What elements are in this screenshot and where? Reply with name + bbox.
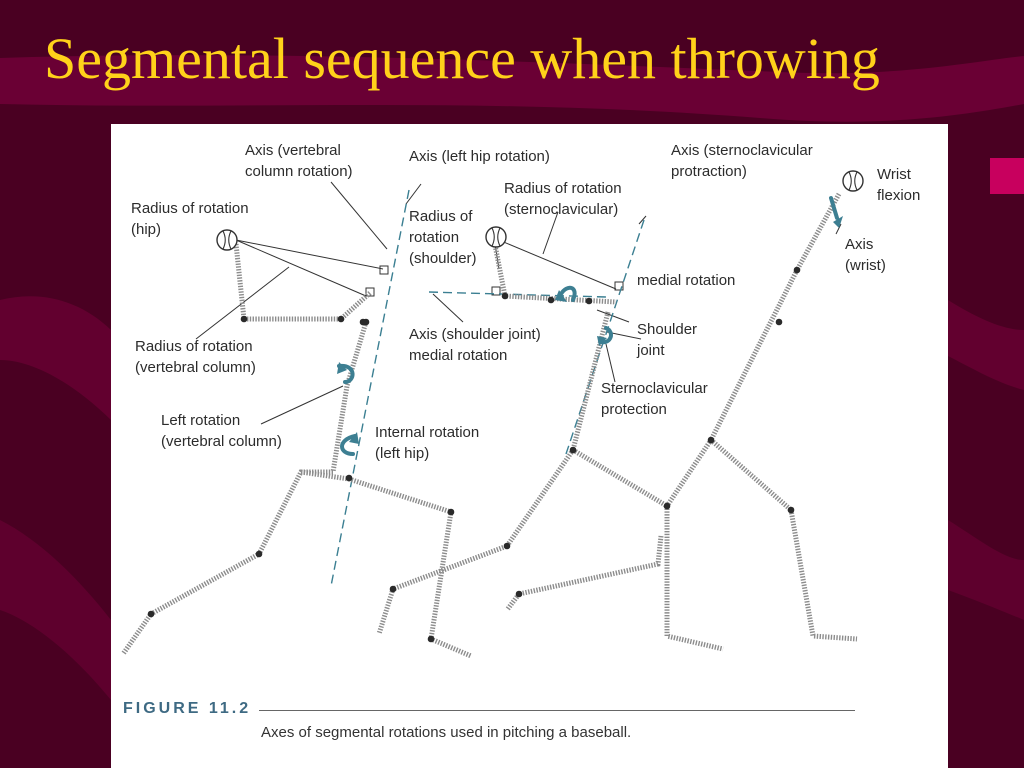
caption-divider [259, 710, 855, 711]
label-internal-rotation: Internal rotation (left hip) [375, 424, 480, 462]
figure-number: FIGURE 11.2 [123, 700, 252, 717]
label-radius-shoulder: Radius of rotation (shoulder) [409, 208, 477, 267]
label-radius-hip: Radius of rotation (hip) [131, 200, 249, 238]
label-axis-shoulder-joint: Axis (shoulder joint) medial rotation [409, 326, 541, 364]
label-axis-wrist: Axis (wrist) [845, 236, 886, 274]
figure-caption: Axes of segmental rotations used in pitc… [261, 724, 632, 741]
label-radius-vertebral: Radius of rotation (vertebral column) [135, 338, 256, 376]
label-axis-sternoclavicular: Axis (sternoclavicular protraction) [671, 142, 813, 180]
figure-panel: Axis (vertebral column rotation) Axis (l… [111, 124, 948, 768]
label-radius-sternoclavicular: Radius of rotation (sternoclavicular) [504, 180, 622, 218]
label-shoulder-joint: Shoulder joint [637, 321, 698, 359]
label-axis-vertebral: Axis (vertebral column rotation) [245, 142, 353, 180]
label-wrist-flexion: Wrist flexion [877, 166, 921, 204]
label-medial-rotation: medial rotation [637, 272, 736, 289]
baseball-icon [485, 226, 507, 248]
slide-title: Segmental sequence when throwing [44, 26, 880, 91]
baseball-icon [842, 170, 864, 192]
label-axis-left-hip: Axis (left hip rotation) [409, 148, 550, 165]
label-sternoclavicular-protection: Sternoclavicular protection [601, 380, 708, 418]
decorative-tab [990, 158, 1024, 194]
label-left-rotation: Left rotation (vertebral column) [161, 412, 282, 450]
figure-drawing [120, 170, 864, 659]
